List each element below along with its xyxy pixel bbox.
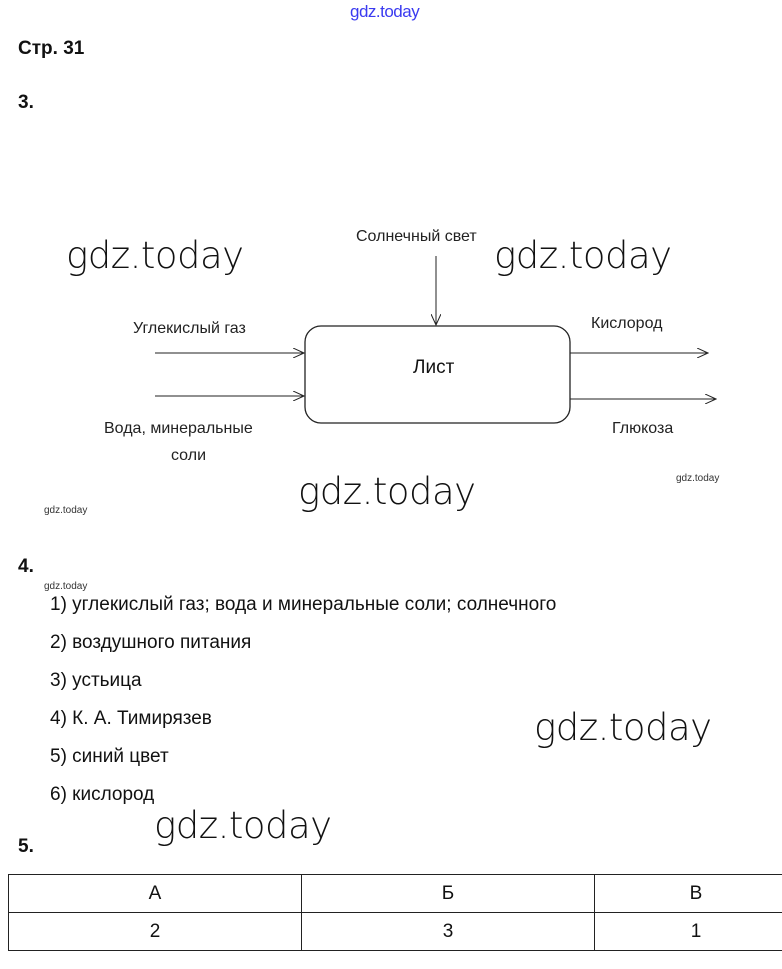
glucose-label: Глюкоза [612, 420, 674, 437]
watermark: gdz.today [494, 234, 672, 277]
watermark: gdz.today [66, 234, 244, 277]
task4-number: 4. [18, 556, 34, 577]
table-cell: 2 [8, 912, 302, 951]
table-header-row: А Б В [8, 874, 782, 913]
task3-number: 3. [18, 92, 34, 113]
watermark: gdz.today [44, 505, 88, 516]
water-label-1: Вода, минеральные [104, 420, 253, 437]
answer-item: 1) углекислый газ; вода и минеральные со… [50, 594, 557, 615]
oxygen-label: Кислород [591, 315, 663, 332]
answer-item: 3) устьица [50, 670, 142, 691]
table-row: 2 3 1 [8, 912, 782, 951]
answer-table: А Б В 2 3 1 [8, 874, 782, 951]
table-header: Б [301, 874, 595, 913]
table-header: В [594, 874, 782, 913]
answer-item: 6) кислород [50, 784, 155, 805]
watermark-top[interactable]: gdz.today [350, 2, 420, 21]
page-title: Стр. 31 [18, 38, 85, 59]
table-header: А [8, 874, 302, 913]
task5-number: 5. [18, 836, 34, 857]
watermark: gdz.today [298, 470, 476, 513]
watermark: gdz.today [154, 804, 332, 847]
answer-item: 4) К. А. Тимирязев [50, 708, 212, 729]
watermark: gdz.today [676, 473, 720, 484]
diagram-arrows [155, 256, 782, 424]
watermark: gdz.today [534, 706, 712, 749]
water-label-2: соли [171, 447, 206, 464]
sunlight-label: Солнечный свет [356, 228, 477, 245]
leaf-box [304, 325, 571, 424]
answer-item: 2) воздушного питания [50, 632, 252, 653]
co2-label: Углекислый газ [133, 320, 246, 337]
watermark: gdz.today [44, 581, 88, 592]
answer-item: 5) синий цвет [50, 746, 169, 767]
table-cell: 3 [301, 912, 595, 951]
table-cell: 1 [594, 912, 782, 951]
leaf-label: Лист [413, 357, 455, 378]
